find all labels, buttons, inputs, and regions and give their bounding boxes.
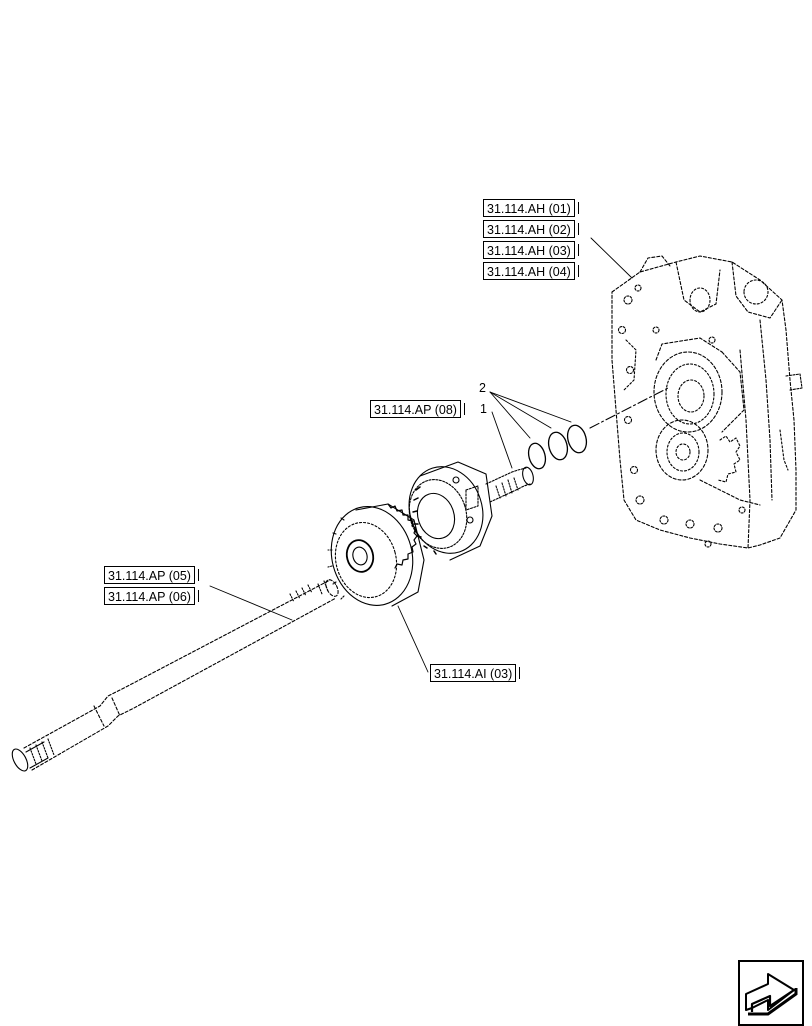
leader-lines [209, 237, 633, 673]
ref-label-ah01[interactable]: 31.114.AH (01) [483, 199, 579, 217]
ref-label-ah04[interactable]: 31.114.AH (04) [483, 262, 579, 280]
callout-item-2: 2 [479, 381, 486, 395]
clutch-drum-shaft [408, 461, 534, 561]
ref-label-ai03[interactable]: 31.114.AI (03) [430, 664, 521, 682]
ref-label-ap08[interactable]: 31.114.AP (08) [370, 400, 465, 418]
assembly-centerline [589, 387, 669, 429]
ref-label-ap06[interactable]: 31.114.AP (06) [104, 587, 199, 605]
long-shaft [23, 579, 339, 771]
o-rings [527, 424, 588, 470]
transmission-housing [611, 255, 803, 549]
shaft-spline-end [11, 738, 55, 772]
clutch-gear-pack [327, 503, 425, 607]
ref-label-ah03[interactable]: 31.114.AH (03) [483, 241, 579, 259]
ref-label-ah02[interactable]: 31.114.AH (02) [483, 220, 579, 238]
exploded-parts-diagram [11, 237, 803, 772]
ref-label-ap05[interactable]: 31.114.AP (05) [104, 566, 199, 584]
next-page-arrow-icon[interactable] [738, 960, 804, 1026]
callout-item-1: 1 [480, 402, 487, 416]
